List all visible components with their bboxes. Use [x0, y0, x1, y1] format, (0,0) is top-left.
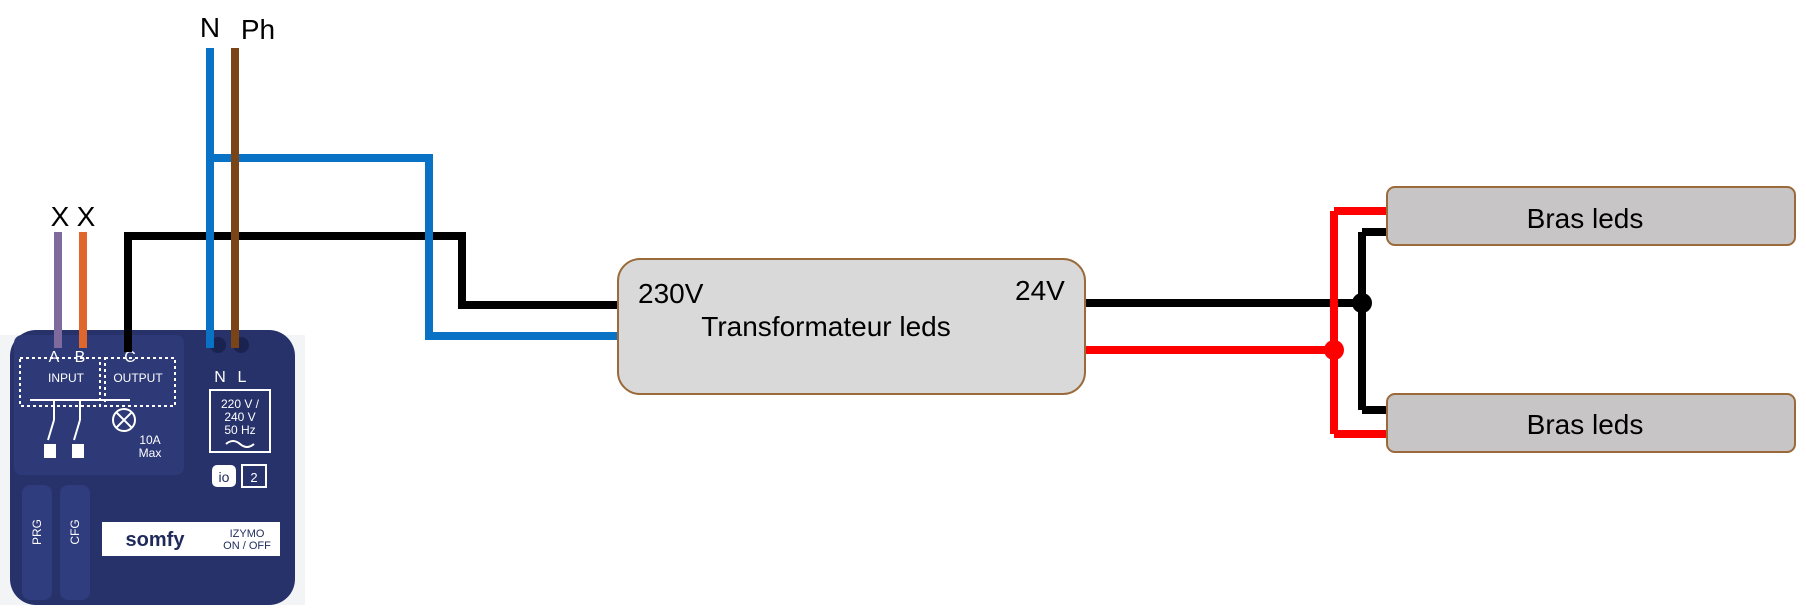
terminal-l: L — [238, 369, 247, 386]
push-button-b-symbol — [72, 444, 84, 458]
cfg-button[interactable] — [60, 485, 90, 600]
wire-neutral — [206, 48, 623, 340]
output-label: OUTPUT — [113, 371, 163, 385]
switch-symbols — [30, 399, 136, 441]
input-frame — [19, 357, 101, 407]
transformer-body — [617, 258, 1086, 395]
brand-strip — [102, 522, 280, 556]
rating-line-3: 50 Hz — [224, 423, 255, 437]
transformer-output-voltage: 24V — [1015, 275, 1065, 306]
model-line-1: IZYMO — [230, 528, 265, 540]
phase-label: Ph — [241, 14, 275, 45]
channel-badge — [241, 464, 267, 488]
somfy-izymo-module: A B C N L INPUT OUTPUT 10A Max 220 V / 2… — [0, 330, 305, 605]
ac-symbol — [225, 440, 255, 448]
transformer-input-voltage: 230V — [638, 278, 704, 309]
current-line-1: 10A — [139, 433, 160, 447]
junction-negative — [1352, 293, 1372, 313]
input-b-label: X — [77, 201, 96, 232]
io-badge-label: io — [219, 469, 230, 485]
led-arm-2: Bras leds — [1386, 393, 1796, 453]
rating-frame — [209, 389, 271, 453]
current-line-2: Max — [139, 446, 162, 460]
input-a-label: X — [51, 201, 70, 232]
rating-line-1: 220 V / — [221, 397, 260, 411]
rating-line-2: 240 V — [224, 410, 255, 424]
led-arm-2-label: Bras leds — [1527, 409, 1644, 440]
terminal-n: N — [214, 369, 226, 386]
prg-label: PRG — [30, 519, 44, 545]
junction-positive — [1324, 340, 1344, 360]
wire-output-c — [124, 232, 623, 352]
terminal-a: A — [49, 349, 60, 366]
transformer-box: 230V 24V Transformateur leds — [617, 258, 1086, 395]
led-arm-1-label: Bras leds — [1527, 203, 1644, 234]
wires — [54, 48, 1392, 438]
terminal-b: B — [75, 349, 86, 366]
prg-button[interactable] — [22, 485, 52, 600]
channel-badge-label: 2 — [250, 470, 257, 485]
brand-logo: somfy — [126, 529, 186, 551]
output-frame — [104, 357, 176, 407]
model-line-2: ON / OFF — [223, 540, 271, 552]
neutral-label: N — [200, 12, 220, 43]
led-arm-1-body — [1386, 186, 1796, 246]
led-arm-2-body — [1386, 393, 1796, 453]
push-button-a-symbol — [44, 444, 56, 458]
input-label: INPUT — [48, 371, 85, 385]
transformer-label: Transformateur leds — [701, 311, 951, 342]
io-badge — [212, 465, 236, 487]
led-arm-1: Bras leds — [1386, 186, 1796, 246]
cfg-label: CFG — [68, 519, 82, 544]
terminal-c: C — [124, 349, 136, 366]
